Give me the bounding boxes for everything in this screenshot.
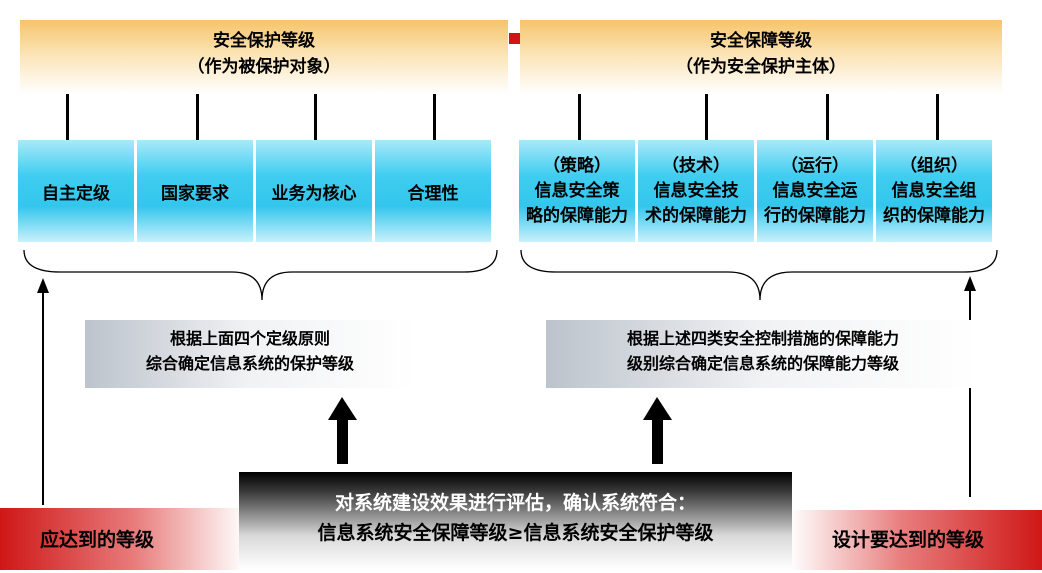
right-box-line: 信息安全策 — [534, 180, 620, 201]
connector-line — [66, 94, 69, 140]
right-summary-line1: 根据上述四类安全控制措施的保障能力 — [626, 329, 899, 348]
right-box-line: 行的保障能力 — [764, 205, 866, 226]
right-header-title: 安全保障等级 — [710, 31, 812, 51]
right-box-line: 信息安全组 — [891, 180, 977, 201]
right-up-arrowhead — [964, 276, 976, 291]
left-thick-arrow-shaft — [337, 418, 348, 464]
connector-line — [314, 94, 317, 140]
right-thick-arrowhead — [643, 397, 672, 420]
right-box-operation: （运行） 信息安全运 行的保障能力 — [757, 140, 873, 242]
left-summary-line2: 综合确定信息系统的保护等级 — [145, 354, 354, 373]
right-box-line: （组织） — [900, 155, 968, 176]
right-box-line: 信息安全技 — [653, 180, 739, 201]
center-line1: 对系统建设效果进行评估，确认系统符合： — [334, 492, 696, 514]
red-marker — [509, 33, 520, 44]
center-line2: 信息系统安全保障等级≥信息系统安全保护等级 — [317, 522, 714, 544]
right-thick-arrow-shaft — [652, 418, 663, 464]
left-box-4: 合理性 — [375, 140, 491, 242]
left-box-2: 国家要求 — [137, 140, 253, 242]
right-box-line: 信息安全运 — [772, 180, 858, 201]
bottom-left-label: 应达到的等级 — [40, 529, 155, 551]
right-box-line: 织的保障能力 — [883, 205, 985, 226]
right-box-line: 术的保障能力 — [645, 205, 747, 226]
right-header-subtitle: （作为安全保护主体） — [676, 57, 846, 77]
left-box-1: 自主定级 — [18, 140, 134, 242]
connector-line — [196, 94, 199, 140]
left-up-arrowhead — [37, 278, 49, 293]
center-evaluation-box: 对系统建设效果进行评估，确认系统符合： 信息系统安全保障等级≥信息系统安全保护等… — [239, 472, 792, 570]
right-box-technology: （技术） 信息安全技 术的保障能力 — [638, 140, 754, 242]
connector-line — [433, 94, 436, 140]
connector-line — [578, 94, 581, 140]
left-header-title: 安全保护等级 — [213, 31, 315, 51]
right-box-line: （技术） — [662, 155, 730, 176]
left-thick-arrowhead — [328, 397, 357, 420]
left-brace — [23, 249, 498, 301]
left-summary-box: 根据上面四个定级原则 综合确定信息系统的保护等级 — [85, 320, 415, 388]
left-box-3: 业务为核心 — [256, 140, 372, 242]
right-box-line: （策略） — [543, 155, 611, 176]
left-header: 安全保护等级 （作为被保护对象） — [20, 20, 508, 94]
bottom-left-bar — [0, 508, 245, 570]
right-box-organization: （组织） 信息安全组 织的保障能力 — [876, 140, 992, 242]
connector-line — [936, 94, 939, 140]
connector-line — [705, 94, 708, 140]
left-header-subtitle: （作为被保护对象） — [187, 57, 341, 77]
connector-line — [826, 94, 829, 140]
right-brace — [520, 249, 998, 301]
right-summary-line2: 级别综合确定信息系统的保障能力等级 — [626, 354, 899, 373]
right-box-strategy: （策略） 信息安全策 略的保障能力 — [519, 140, 635, 242]
right-box-line: 略的保障能力 — [526, 205, 628, 226]
right-summary-box: 根据上述四类安全控制措施的保障能力 级别综合确定信息系统的保障能力等级 — [546, 320, 980, 388]
right-box-line: （运行） — [781, 155, 849, 176]
bottom-right-bar — [790, 510, 1042, 570]
bottom-right-label: 设计要达到的等级 — [832, 529, 985, 551]
right-header: 安全保障等级 （作为安全保护主体） — [520, 20, 1002, 94]
left-summary-line1: 根据上面四个定级原则 — [169, 329, 330, 348]
